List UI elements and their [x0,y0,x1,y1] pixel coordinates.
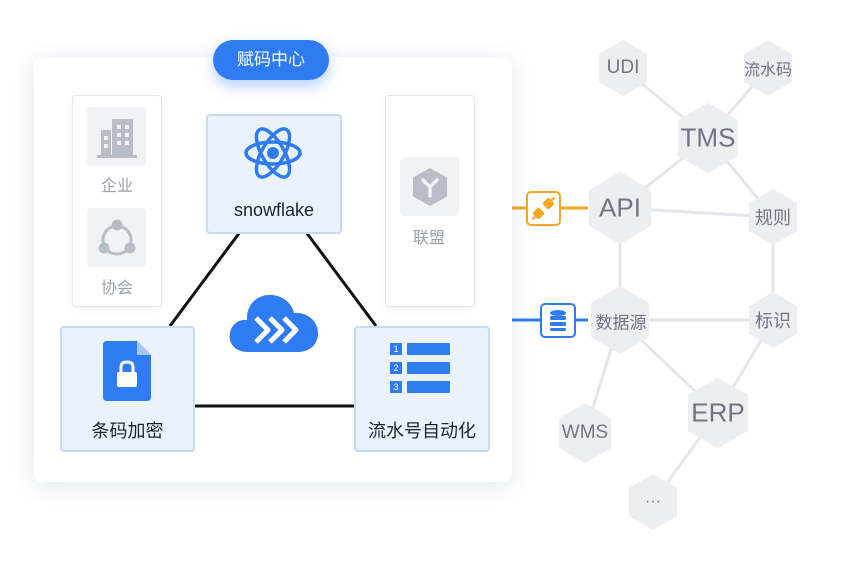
atom-icon [244,127,302,179]
plug-connector-icon [526,191,561,226]
alliance-label: 联盟 [412,230,445,247]
building-icon [96,118,137,158]
node-more: ··· [645,493,661,510]
serial-automation-label: 流水号自动化 [368,421,476,441]
list-bar [407,362,450,374]
database-connector-icon [540,303,576,338]
node-tms: TMS [680,122,736,153]
hex-serial-code [744,40,792,96]
list-number-1: 1 [390,343,402,355]
network-circle-icon [98,219,135,255]
alliance-icon-box [400,157,459,216]
association-label: 协会 [100,280,133,297]
hex-api [589,172,651,244]
list-number-2: 2 [390,362,402,374]
node-wms: WMS [561,422,609,443]
list-number-3: 3 [390,381,402,393]
node-udi: UDI [606,57,640,78]
cube-icon [412,167,447,206]
barcode-encryption-label: 条码加密 [91,421,164,441]
node-identifier: 标识 [755,311,791,331]
node-datasource: 数据源 [595,313,647,333]
hex-erp [688,378,748,448]
network-hexagons [559,40,797,530]
node-serial-code: 流水码 [743,62,793,79]
hex-datasource [591,286,649,354]
hex-wms [559,403,611,463]
node-api: API [599,192,641,223]
hex-tms [678,103,738,173]
coding-center-title: 赋码中心 [213,40,329,80]
enterprise-label: 企业 [100,178,133,195]
cloud-logo-icon [229,294,318,352]
numbered-list-icon: 1 2 3 [390,343,452,395]
snowflake-label: snowflake [233,200,315,220]
hex-more [629,474,677,530]
node-erp: ERP [691,397,745,428]
hex-udi [599,40,647,96]
association-icon-box [87,208,146,267]
list-bar [407,381,450,393]
enterprise-icon-box [87,107,146,166]
encrypted-document-icon [103,341,151,401]
node-rules: 规则 [755,208,791,228]
list-bar [407,343,450,355]
hex-rules [749,189,797,245]
hex-identifier [749,292,797,348]
